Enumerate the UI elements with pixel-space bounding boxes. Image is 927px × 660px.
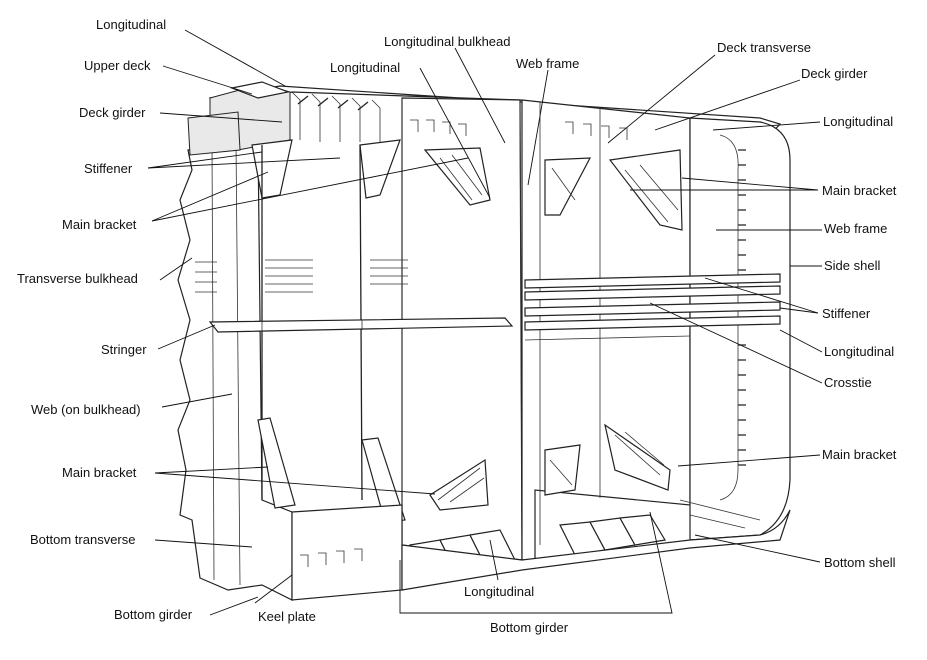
label-deck-girder-left: Deck girder: [79, 105, 146, 120]
main-bracket-lower-center: [361, 437, 406, 523]
label-bottom-girder-center: Bottom girder: [490, 620, 569, 635]
label-upper-deck: Upper deck: [84, 58, 151, 73]
bulkhead-stiffeners: [195, 259, 408, 293]
label-longitudinal-center-top: Longitudinal: [330, 60, 401, 75]
label-crosstie: Crosstie: [824, 375, 872, 390]
label-side-shell: Side shell: [824, 258, 881, 273]
stringer-platform: [208, 317, 514, 333]
leader-lines: [147, 29, 823, 616]
label-bottom-shell: Bottom shell: [824, 555, 896, 570]
label-web-frame-center: Web frame: [516, 56, 580, 71]
label-stringer: Stringer: [101, 342, 147, 357]
label-longitudinal-right-top: Longitudinal: [823, 114, 894, 129]
label-main-bracket-right-upper: Main bracket: [822, 183, 897, 198]
label-deck-transverse: Deck transverse: [717, 40, 811, 55]
main-bracket-upper-mid: [423, 147, 491, 206]
main-bracket-lower-left: [257, 417, 296, 509]
label-main-bracket-left-upper: Main bracket: [62, 217, 137, 232]
label-web-on-bulkhead: Web (on bulkhead): [31, 402, 141, 417]
label-longitudinal-top-left: Longitudinal: [96, 17, 167, 32]
label-main-bracket-left-lower: Main bracket: [62, 465, 137, 480]
label-longitudinal-bulkhead: Longitudinal bulkhead: [384, 34, 511, 49]
label-web-frame-right: Web frame: [824, 221, 888, 236]
label-stiffener-left: Stiffener: [84, 161, 133, 176]
bottom-shell: [401, 509, 791, 591]
bottom-transverse: [291, 504, 403, 601]
label-keel-plate: Keel plate: [258, 609, 316, 624]
deck-longitudinals: [291, 91, 381, 142]
label-deck-girder-right: Deck girder: [801, 66, 868, 81]
label-stiffener-right: Stiffener: [822, 306, 871, 321]
label-main-bracket-right-lower: Main bracket: [822, 447, 897, 462]
label-bottom-girder-left: Bottom girder: [114, 607, 193, 622]
main-bracket-upper-center: [359, 139, 401, 199]
side-shell-plate: [689, 117, 791, 541]
side-longitudinals: [738, 149, 746, 466]
crossties: [524, 273, 781, 341]
label-longitudinal-bottom-center: Longitudinal: [464, 584, 535, 599]
label-longitudinal-right-mid: Longitudinal: [824, 344, 895, 359]
label-transverse-bulkhead: Transverse bulkhead: [17, 271, 138, 286]
label-bottom-transverse: Bottom transverse: [30, 532, 136, 547]
transverse-bulkhead-plate: [177, 139, 293, 601]
